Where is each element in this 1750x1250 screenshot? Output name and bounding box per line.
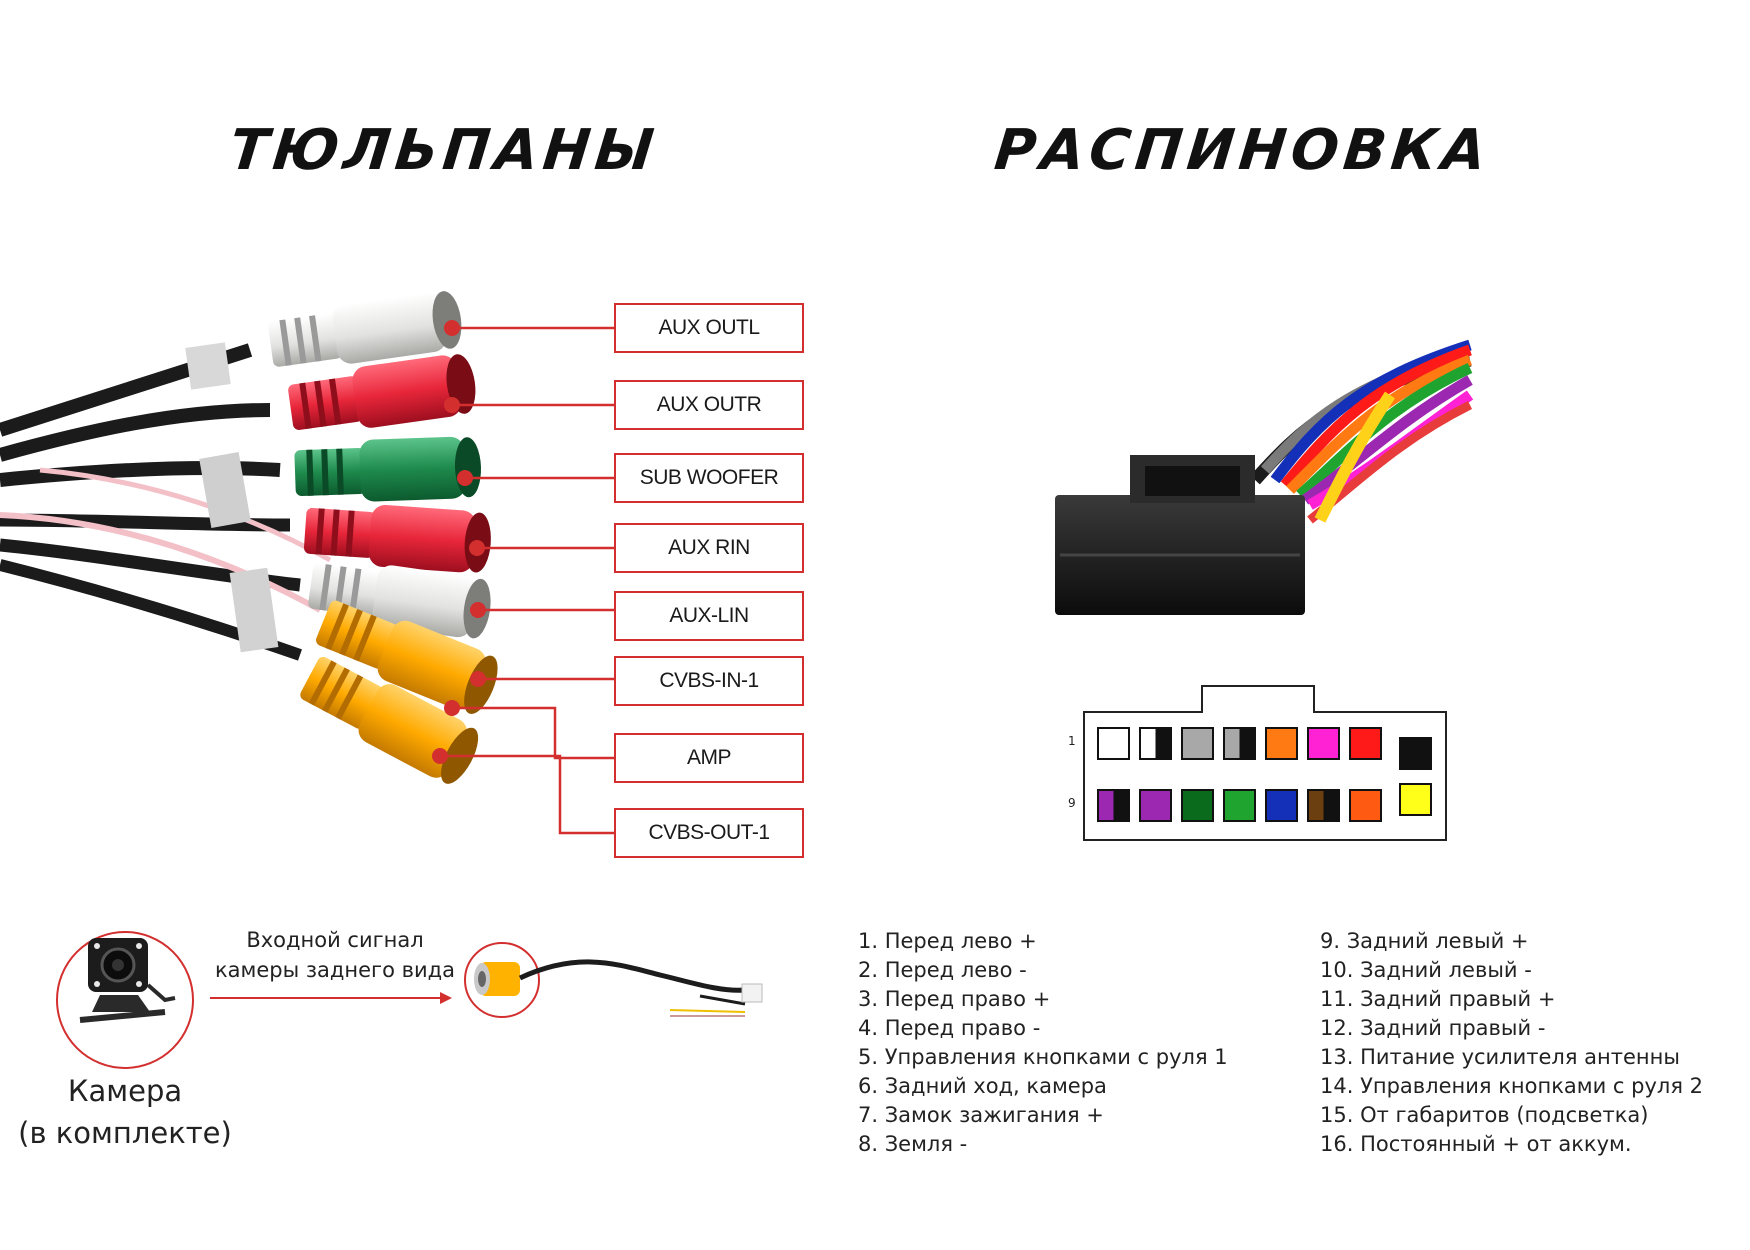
pin-swatch-3: [1181, 727, 1214, 760]
pinout-item: 3. Перед право +: [858, 987, 1051, 1011]
camera-icon: [79, 938, 176, 1023]
rca-plug-yellow-1: [316, 600, 498, 714]
rca-plug-red-2: [303, 505, 491, 573]
rca-label-cvbs-out-1: CVBS-OUT-1: [614, 808, 804, 858]
pinout-item: 15. От габаритов (подсветка): [1320, 1103, 1649, 1127]
connector-pin-grid: [1097, 727, 1432, 822]
rca-label-sub-woofer: SUB WOOFER: [614, 453, 804, 503]
pin-swatch-border-14: [1307, 789, 1340, 822]
pinout-item: 7. Замок зажигания +: [858, 1103, 1104, 1127]
pinout-item: 8. Земля -: [858, 1132, 968, 1156]
camera-caption-line-1: Камера: [67, 1074, 183, 1108]
rca-plug-red-1: [288, 354, 476, 430]
pin-swatch-1: [1097, 727, 1130, 760]
pinout-item: 12. Задний правый -: [1320, 1016, 1546, 1040]
pinout-item: 6. Задний ход, камера: [858, 1074, 1107, 1098]
pin-swatch-16: [1399, 783, 1432, 816]
pin-swatch-8: [1399, 737, 1432, 770]
rca-plug-green: [294, 436, 482, 502]
pin-swatch-13: [1265, 789, 1298, 822]
iso-connector-photo: [1055, 339, 1474, 615]
pinout-item: 14. Управления кнопками с руля 2: [1320, 1074, 1703, 1098]
pinout-item: 4. Перед право -: [858, 1016, 1041, 1040]
signal-line-1: Входной сигнал: [246, 928, 424, 952]
pin-swatch-7: [1349, 727, 1382, 760]
pin-swatch-stripe-4: [1239, 728, 1255, 759]
pin-swatch-5: [1265, 727, 1298, 760]
pinout-item: 1. Перед лево +: [858, 929, 1037, 953]
pin-swatch-11: [1181, 789, 1214, 822]
rca-leader-dots: [432, 320, 486, 764]
pin-swatch-stripe-9: [1113, 790, 1129, 821]
rca-plug-white-1: [268, 291, 462, 367]
rca-label-aux-lin: AUX-LIN: [614, 591, 804, 641]
pin-swatch-12: [1223, 789, 1256, 822]
pin-row-1-label: 1: [1068, 734, 1076, 748]
pinout-item: 13. Питание усилителя антенны: [1320, 1045, 1680, 1069]
camera-caption: Камера (в комплекте): [10, 1070, 240, 1154]
signal-line-2: камеры заднего вида: [214, 958, 456, 982]
camera-signal-caption: Входной сигнал камеры заднего вида: [210, 925, 460, 985]
pinout-list-right: 9. Задний левый + 10. Задний левый - 11.…: [1320, 927, 1703, 1159]
rca-label-aux-rin: AUX RIN: [614, 523, 804, 573]
pinout-item: 16. Постоянный + от аккум.: [1320, 1132, 1632, 1156]
pinout-list-left: 1. Перед лево + 2. Перед лево - 3. Перед…: [858, 927, 1228, 1159]
rca-label-amp: AMP: [614, 733, 804, 783]
pinout-item: 5. Управления кнопками с руля 1: [858, 1045, 1228, 1069]
pin-swatch-6: [1307, 727, 1340, 760]
pinout-item: 11. Задний правый +: [1320, 987, 1556, 1011]
pin-swatch-stripe-2: [1155, 728, 1171, 759]
pinout-item: 2. Перед лево -: [858, 958, 1027, 982]
pin-swatch-border-9: [1097, 789, 1130, 822]
rca-label-aux-outr: AUX OUTR: [614, 380, 804, 430]
rca-leader-lines: [440, 326, 614, 835]
pin-swatch-stripe-14: [1323, 790, 1339, 821]
rca-cable-bundle: [0, 342, 332, 661]
pinout-item: 10. Задний левый -: [1320, 958, 1532, 982]
rca-label-aux-outl: AUX OUTL: [614, 303, 804, 353]
pinout-item: 9. Задний левый +: [1320, 929, 1529, 953]
pin-swatch-15: [1349, 789, 1382, 822]
camera-section: [56, 931, 763, 1069]
pin-swatch-10: [1139, 789, 1172, 822]
camera-caption-line-2: (в комплекте): [18, 1116, 232, 1150]
pin-swatch-border-2: [1139, 727, 1172, 760]
camera-rca-cable: [474, 959, 763, 1017]
rca-label-cvbs-in-1: CVBS-IN-1: [614, 656, 804, 706]
pin-row-9-label: 9: [1068, 796, 1076, 810]
pin-swatch-border-4: [1223, 727, 1256, 760]
